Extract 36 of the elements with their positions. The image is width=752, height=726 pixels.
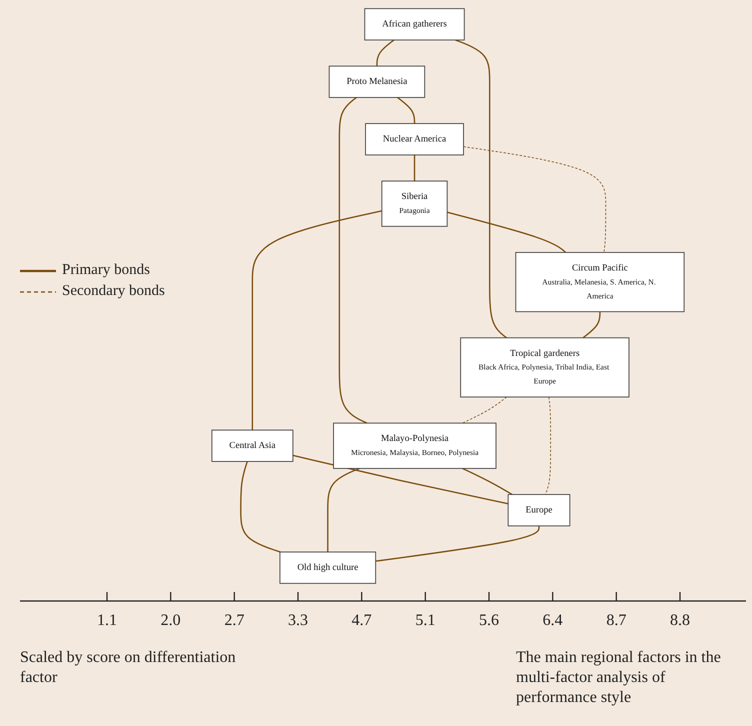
connector <box>447 212 566 253</box>
legend-label: Primary bonds <box>62 262 150 279</box>
node-box: Old high culture <box>279 552 376 584</box>
tick-label: 8.7 <box>606 612 626 630</box>
connector <box>327 468 360 552</box>
node-box: African gatherers <box>364 8 465 40</box>
tick-label: 8.8 <box>670 612 690 630</box>
tick-label: 1.1 <box>97 612 117 630</box>
connector <box>462 396 508 424</box>
connector <box>544 396 551 495</box>
tick-label: 4.7 <box>352 612 372 630</box>
tick-label: 6.4 <box>542 612 563 630</box>
connector <box>252 210 382 430</box>
node-box: Europe <box>508 494 570 526</box>
node-box: Proto Melanesia <box>328 66 426 98</box>
connector <box>338 96 368 424</box>
axis-note: The main regional factors in the multi-factor analysis of performance style <box>516 648 722 708</box>
node-box: Central Asia <box>211 430 294 462</box>
axis-note: Scaled by score on differentiation factor <box>20 648 237 688</box>
connector <box>376 526 540 562</box>
tick-label: 2.0 <box>160 612 181 630</box>
connector <box>397 96 416 124</box>
connector <box>462 468 513 496</box>
connector <box>582 312 601 338</box>
tick-label: 5.1 <box>415 612 436 630</box>
connector <box>414 154 416 182</box>
connector <box>240 461 281 553</box>
legend-label: Secondary bonds <box>62 283 165 300</box>
tick-label: 3.3 <box>288 612 308 630</box>
connector <box>376 39 394 66</box>
connector <box>455 39 507 338</box>
connector <box>292 454 508 504</box>
node-box: Nuclear America <box>365 123 464 156</box>
tick-label: 5.6 <box>479 612 499 630</box>
tick-label: 2.7 <box>224 612 244 630</box>
connector <box>463 146 606 253</box>
